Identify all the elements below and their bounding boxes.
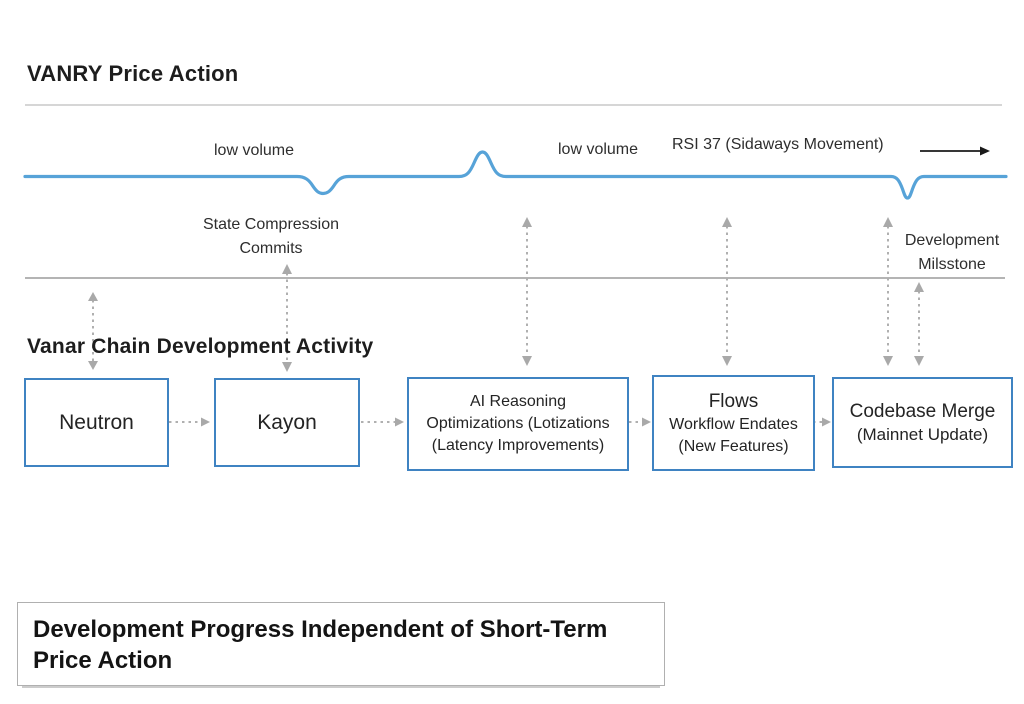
development-milestone-line2: Milsstone [918,255,986,273]
box-codebase-merge: Codebase Merge (Mainnet Update) [832,377,1013,468]
box-ai-line3: (Latency Improvements) [431,437,605,454]
box-kayon-label: Kayon [257,410,317,434]
rsi-label: RSI 37 (Sidaways Movement) [672,136,884,153]
box-neutron-label: Neutron [59,410,134,434]
footer-title-box: Development Progress Independent of Shor… [17,602,665,686]
low-volume-label-left: low volume [213,142,295,159]
flow-arrow-neutron-kayon [169,417,210,427]
price-section-title: VANRY Price Action [27,61,239,86]
price-line [23,150,1008,200]
connector-arrow-3 [522,217,532,366]
box-flows-title: Flows [708,390,759,412]
box-ai-line2: Optimizations (Lotizations [426,415,610,432]
flow-arrow-ai-flows [629,417,651,427]
connector-arrow-milestone-right [914,282,924,366]
box-flows-line2: Workflow Endates [669,415,798,433]
development-milestone-annotation: Development Milsstone [882,229,1022,276]
connector-arrow-4 [722,217,732,366]
box-ai-reasoning: AI Reasoning Optimizations (Lotizations … [407,377,629,471]
state-compression-annotation: State Compression Commits [189,213,353,260]
flow-arrow-kayon-ai [361,417,404,427]
rsi-trend-arrow [920,146,990,156]
flow-arrow-flows-codebase [813,417,831,427]
connector-arrow-milestone-left [883,217,893,366]
footer-title-line1: Development Progress Independent of Shor… [33,616,608,643]
connector-arrow-commits [282,264,292,372]
state-compression-line2: Commits [239,239,303,257]
box-flows-line3: (New Features) [678,437,789,455]
box-codebase-line1: Codebase Merge [849,400,996,422]
connector-arrow-1 [88,292,98,370]
footer-title-line2: Price Action [33,647,173,674]
development-section-heading: Vanar Chain Development Activity [27,335,374,358]
box-ai-line1: AI Reasoning [469,393,567,410]
box-kayon: Kayon [214,378,360,467]
low-volume-label-right: low volume [557,141,639,158]
box-neutron: Neutron [24,378,169,467]
box-flows: Flows Workflow Endates (New Features) [652,375,815,471]
box-codebase-line2: (Mainnet Update) [856,424,989,444]
development-milestone-line1: Development [904,232,1000,249]
state-compression-line1: State Compression [202,216,340,233]
